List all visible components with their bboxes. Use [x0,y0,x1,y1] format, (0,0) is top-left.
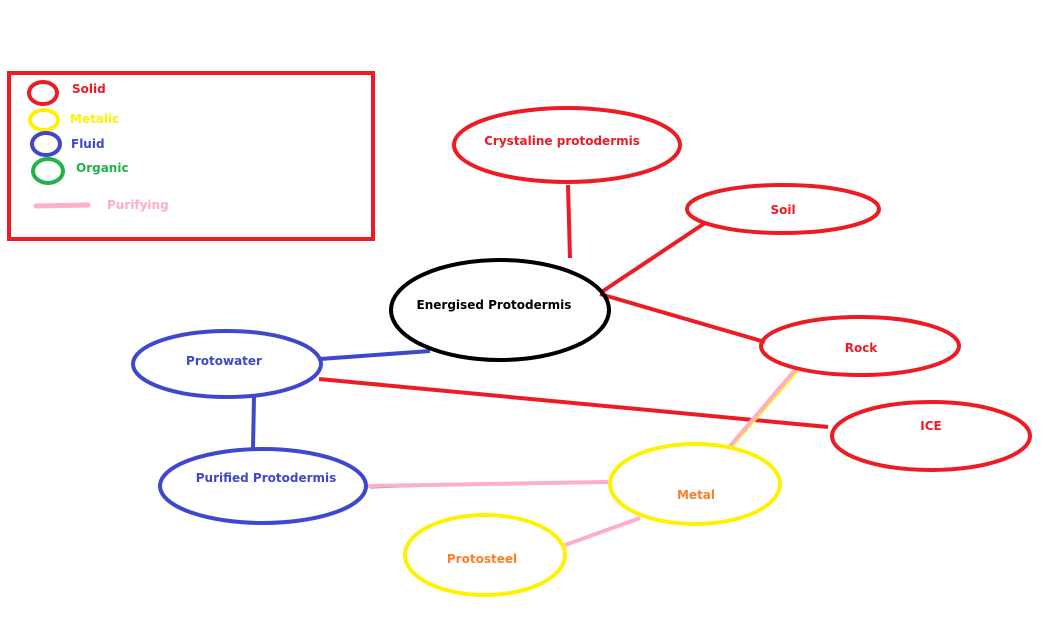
edge-energised-rock [599,292,766,344]
node-rock-label: Rock [844,341,878,355]
node-soil[interactable] [685,183,881,235]
edge-energised-soil [598,221,707,295]
node-protowater[interactable] [131,329,323,399]
legend-purifying-label: Purifying [107,198,169,212]
node-purified-label: Purified Protodermis [195,471,337,485]
node-crystaline-label: Crystaline protodermis [484,134,640,148]
node-protowater-label: Protowater [186,354,262,368]
edge-purified-metal [367,480,609,488]
legend-solid-label: Solid [72,82,106,96]
legend-organic-icon [31,157,65,185]
legend-organic-label: Organic [76,161,129,175]
legend-box [7,71,375,241]
legend-purifying-icon [33,202,91,209]
node-metal[interactable] [608,442,782,526]
node-crystaline-protodermis[interactable] [452,106,682,184]
legend-solid-icon [27,80,59,106]
node-protosteel-label: Protosteel [446,552,518,566]
edge-energised-protowater [319,349,431,361]
edge-metal-protosteel [564,516,641,547]
node-rock[interactable] [759,315,961,377]
edge-protowater-ice [318,377,829,429]
edge-energised-crystaline [566,184,572,259]
node-soil-label: Soil [770,203,796,217]
edge-rock-metal [728,368,797,448]
node-ice[interactable] [830,400,1032,472]
node-energised-label: Energised Protodermis [416,298,572,312]
legend-fluid-label: Fluid [71,137,105,151]
node-energised-protodermis[interactable] [389,258,611,362]
node-purified-protodermis[interactable] [158,447,368,525]
legend-metalic-label: Metalic [70,112,120,126]
legend-fluid-icon [30,131,62,157]
legend-metalic-icon [28,108,60,132]
edge-protowater-purified [251,396,256,449]
node-metal-label: Metal [676,488,716,502]
node-ice-label: ICE [920,419,942,433]
node-protosteel[interactable] [403,513,567,597]
